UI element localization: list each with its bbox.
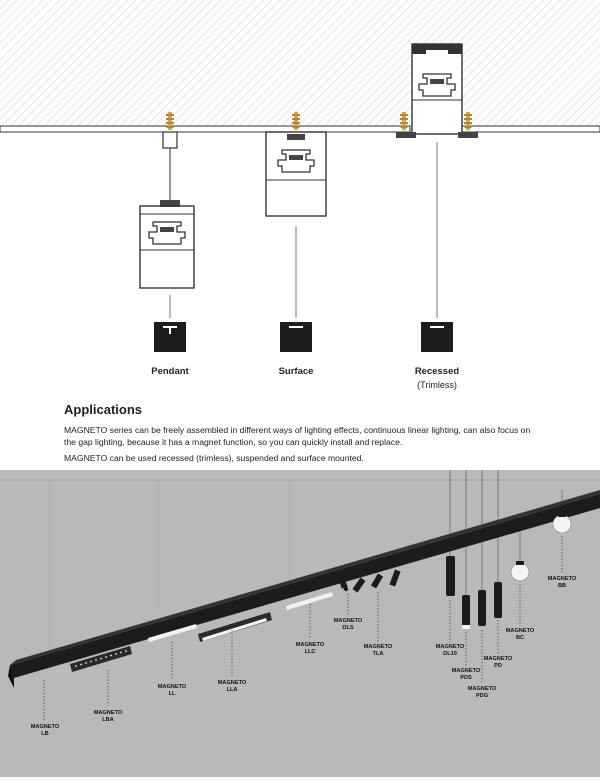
module-dl10 — [446, 556, 455, 596]
room-edges — [0, 479, 600, 650]
module-lba — [70, 646, 132, 672]
pendant-label: Pendant — [151, 366, 189, 377]
ceiling-board — [0, 125, 600, 133]
recessed-label: Recessed — [414, 366, 460, 377]
module-bc — [510, 561, 530, 582]
recessed-profile-drawing — [396, 43, 478, 352]
module-pdg — [478, 590, 486, 626]
module-ll — [148, 624, 197, 642]
applications-title: Applications — [64, 402, 143, 417]
module-bb — [552, 513, 572, 534]
mounting-diagram-svg — [0, 0, 600, 352]
mounting-diagram: Pendant Surface Recessed (Trimless) Appl… — [0, 0, 600, 463]
room-background — [0, 470, 600, 777]
pendant-profile-drawing — [139, 112, 195, 352]
surface-label: Surface — [278, 366, 314, 377]
surface-profile-drawing — [265, 112, 327, 352]
leader-lines — [43, 536, 563, 720]
module-pds — [462, 595, 470, 629]
applications-paragraph-2: MAGNETO can be used recessed (trimless),… — [64, 453, 364, 463]
module-lla — [198, 612, 272, 642]
module-llc — [286, 592, 333, 610]
recessed-note: (Trimless) — [417, 380, 457, 390]
module-tla — [352, 569, 401, 593]
track-rail — [8, 490, 600, 688]
ceiling — [0, 0, 600, 126]
module-dls — [338, 577, 349, 592]
module-pd — [494, 582, 502, 618]
applications-paragraph-1: MAGNETO series can be freely assembled i… — [64, 425, 531, 447]
product-render-svg — [0, 470, 600, 777]
